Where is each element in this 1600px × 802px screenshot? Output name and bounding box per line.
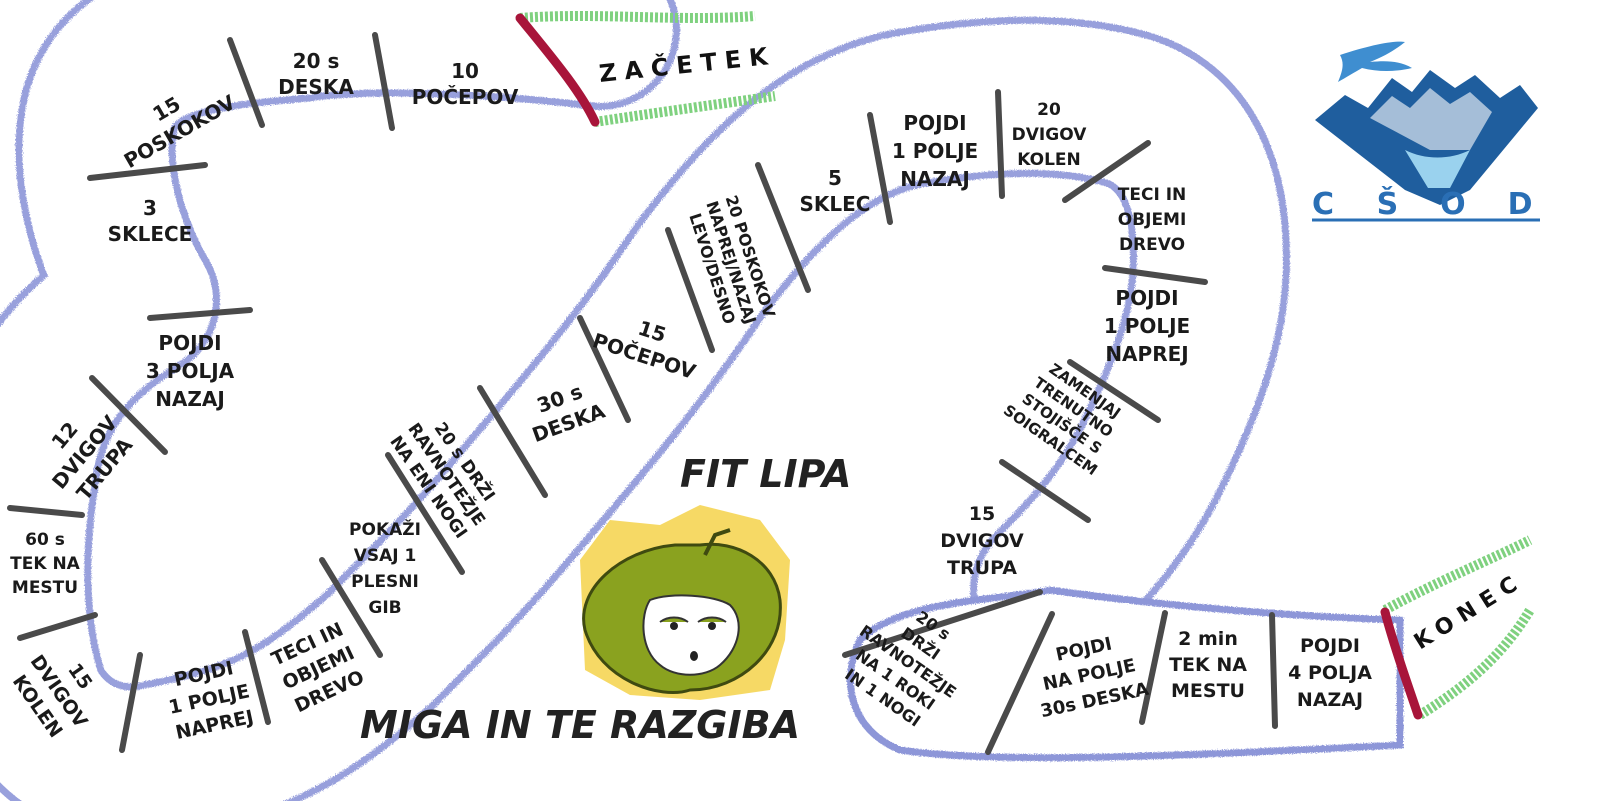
cell-line: 5	[828, 166, 842, 190]
cell-line: 1 POLJE	[892, 139, 978, 163]
cell-line: 10	[451, 59, 479, 83]
cell-line: NAZAJ	[155, 387, 225, 411]
board-cell-c19: TECI IN OBJEMI DREVO	[1118, 185, 1187, 255]
board-title: FIT LIPA	[680, 452, 851, 496]
cell-line: NAZAJ	[1297, 689, 1363, 711]
cell-line: POJDI	[1115, 286, 1178, 310]
csod-logo-icon: CŠOD	[1312, 41, 1575, 222]
board-cell-c20: POJDI 1 POLJE NAPREJ	[1104, 286, 1190, 366]
cell-dividers	[7, 32, 1278, 755]
board-cell-c26: POJDI 4 POLJA NAZAJ	[1288, 635, 1372, 711]
cell-line: PLESNI	[351, 572, 419, 592]
board-cell-c11: POKAŽI VSAJ 1 PLESNI GIB	[349, 518, 421, 618]
cell-line: 2 min	[1178, 628, 1238, 650]
start-grass	[515, 11, 776, 127]
cell-line: MESTU	[1171, 680, 1245, 702]
cell-line: NAZAJ	[900, 167, 970, 191]
cell-line: DREVO	[1119, 235, 1185, 255]
cell-line: POČEPOV	[412, 85, 519, 109]
cell-line: OBJEMI	[1118, 210, 1187, 230]
cell-line: SKLEC	[800, 192, 871, 216]
cell-line: POKAŽI	[349, 518, 421, 540]
cell-line: MESTU	[12, 578, 78, 598]
cell-line: POJDI	[158, 331, 221, 355]
cell-line: 20 s	[293, 49, 340, 73]
cell-line: 60 s	[25, 530, 65, 550]
leaf-mascot-icon	[580, 505, 790, 700]
cell-line: POJDI	[1300, 635, 1360, 657]
cell-line: GIB	[368, 598, 401, 618]
cell-line: 3	[143, 196, 157, 220]
cell-line: VSAJ 1	[354, 546, 417, 566]
logo-letters: CŠOD	[1312, 185, 1575, 222]
cell-line: 4 POLJA	[1288, 662, 1372, 684]
cell-line: TRUPA	[947, 557, 1017, 579]
cell-line: TECI IN	[1118, 185, 1186, 205]
cell-line: DVIGOV	[1012, 125, 1088, 145]
board-cell-c17: POJDI 1 POLJE NAZAJ	[892, 111, 978, 191]
cell-line: NAPREJ	[1105, 342, 1188, 366]
cell-line: KOLEN	[1017, 150, 1081, 170]
cell-line: DVIGOV	[940, 530, 1024, 552]
cell-line: POJDI	[903, 111, 966, 135]
cell-line: 15	[969, 503, 995, 525]
cell-line: TEK NA	[10, 554, 81, 574]
cell-line: 1 POLJE	[1104, 314, 1190, 338]
board-subtitle: MIGA IN TE RAZGIBA	[360, 703, 800, 747]
board-cell-c07: 60 s TEK NA MESTU	[10, 530, 81, 598]
cell-line: 20	[1037, 100, 1061, 120]
cell-line: SKLECE	[108, 222, 193, 246]
board-cell-c05: POJDI 3 POLJA NAZAJ	[146, 331, 235, 411]
cell-line: 3 POLJA	[146, 359, 235, 383]
cell-line: DESKA	[278, 75, 354, 99]
end-grass	[1380, 535, 1535, 720]
cell-line: TEK NA	[1169, 654, 1247, 676]
